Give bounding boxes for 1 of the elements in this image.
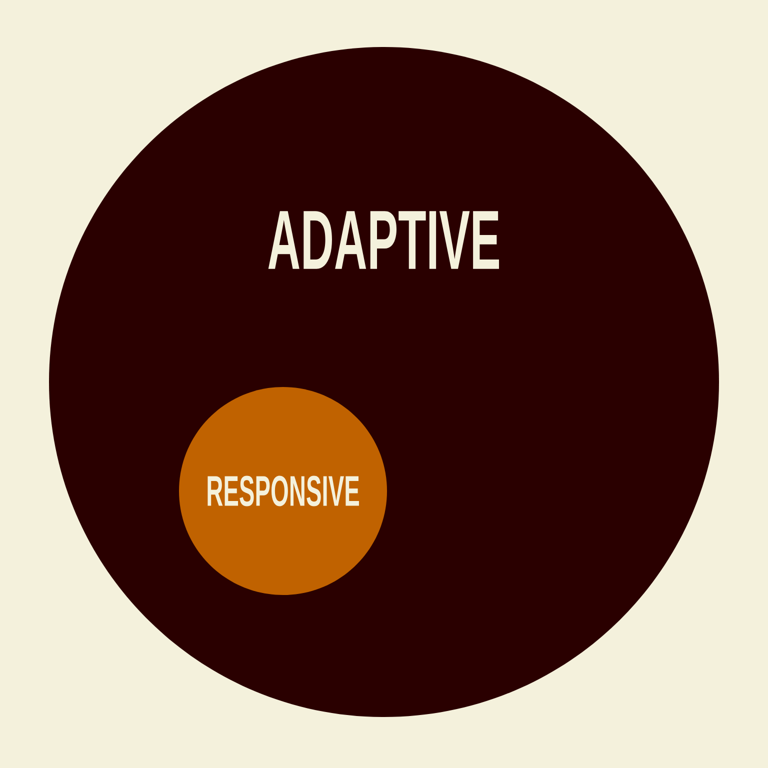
circle-node: RESPONSIVE xyxy=(179,387,387,595)
